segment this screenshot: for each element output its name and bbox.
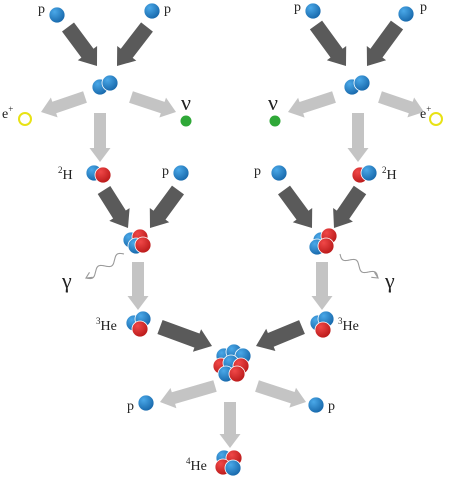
label-proton-out-left: p [127, 399, 134, 414]
proton-top-right-1 [304, 2, 322, 20]
arrow-p-to-fusion-left-1 [62, 22, 98, 66]
label-positron-right: e+ [420, 104, 431, 122]
label-proton-top-right-2: p [420, 0, 427, 15]
deuterium-left-nucleon-1 [94, 166, 112, 184]
label-proton-mid-left: p [162, 164, 169, 179]
arrow-release-proton-right [255, 380, 306, 408]
deuterium-right-nucleon-1 [360, 164, 378, 182]
fusion-pair-right-nucleon-1 [353, 74, 371, 92]
neutrino-right [269, 115, 281, 127]
he3-forming-right [308, 227, 338, 256]
arrow-to-positron-right [378, 91, 424, 118]
positron-left [18, 112, 32, 126]
arrow-to-helium4 [219, 402, 241, 448]
arrow-to-positron-left [41, 91, 87, 118]
label-proton-out-right: p [328, 399, 335, 414]
label-helium3-left: 3He [96, 316, 117, 334]
label-gamma-right: γ [384, 268, 395, 293]
label-helium3-right: 3He [338, 316, 359, 334]
helium4-nucleon-3 [224, 459, 242, 477]
helium3-left [125, 310, 152, 338]
he3-forming-right-nucleon-3 [317, 237, 335, 255]
arrow-p-to-fusion-right-2 [366, 20, 404, 67]
neutrino-left [180, 115, 192, 127]
gamma-wavy-lines [84, 252, 380, 280]
deuterium-left [85, 164, 112, 184]
label-proton-mid-right: p [254, 164, 261, 179]
gamma-wave-left-head [84, 272, 93, 279]
proton-out-right [307, 396, 325, 414]
particles-layer [18, 2, 443, 477]
proton-out-left [137, 394, 155, 412]
helium3-right [309, 310, 335, 339]
arrow-p-to-fusion-right-1 [309, 20, 347, 67]
arrow-deuterium-to-he3-left [97, 186, 130, 228]
he3-forming-left [122, 228, 152, 255]
label-neutrino-left: ν [181, 90, 191, 115]
label-neutrino-right: ν [268, 90, 278, 115]
arrow-to-neutrino-right [288, 91, 336, 118]
gamma-wave-right [339, 253, 379, 279]
proton-top-left-1 [48, 6, 66, 24]
helium3-left-nucleon-2 [131, 320, 149, 338]
arrow-proton-to-he3-left [149, 185, 184, 228]
arrow-he3-down-right [311, 262, 333, 310]
he-fusion-cluster [212, 343, 252, 383]
helium4 [214, 449, 243, 477]
arrow-proton-to-he3-right [278, 185, 313, 228]
arrow-he3-to-he4-right [256, 320, 305, 351]
fusion-pair-left [91, 74, 119, 96]
label-proton-top-left-1: p [38, 2, 45, 17]
arrows-layer [41, 20, 424, 448]
arrow-he3-to-he4-left [157, 320, 212, 352]
label-proton-top-left-2: p [164, 2, 171, 17]
arrow-to-deuterium-right [347, 113, 369, 162]
proton-top-right-2 [397, 5, 415, 23]
label-gamma-left: γ [61, 268, 72, 293]
gamma-wave-right-head [371, 272, 380, 279]
deuterium-right [351, 164, 378, 184]
helium3-right-nucleon-2 [314, 321, 332, 339]
he3-forming-left-nucleon-3 [134, 236, 152, 254]
arrow-he3-down-left [127, 262, 149, 310]
proton-mid-left [172, 164, 190, 182]
label-positron-left: e+ [2, 104, 13, 122]
arrow-deuterium-to-he3-right [333, 185, 367, 228]
proton-top-left-2 [143, 2, 161, 20]
label-deuterium-left: 2H [58, 165, 73, 183]
fusion-pair-left-nucleon-1 [101, 74, 119, 92]
arrow-to-neutrino-left [129, 91, 176, 118]
arrow-to-deuterium-left [89, 113, 111, 162]
he-fusion-cluster-nucleon-7 [228, 365, 246, 383]
proton-mid-right [270, 164, 288, 182]
label-proton-top-right-1: p [294, 0, 301, 15]
arrow-release-proton-left [160, 380, 217, 409]
arrow-p-to-fusion-left-2 [117, 22, 153, 66]
fusion-pair-right [343, 74, 371, 96]
gamma-wave-left [85, 252, 125, 280]
positron-right [429, 112, 443, 126]
label-helium4: 4He [186, 456, 207, 474]
label-deuterium-right: 2H [382, 165, 397, 183]
